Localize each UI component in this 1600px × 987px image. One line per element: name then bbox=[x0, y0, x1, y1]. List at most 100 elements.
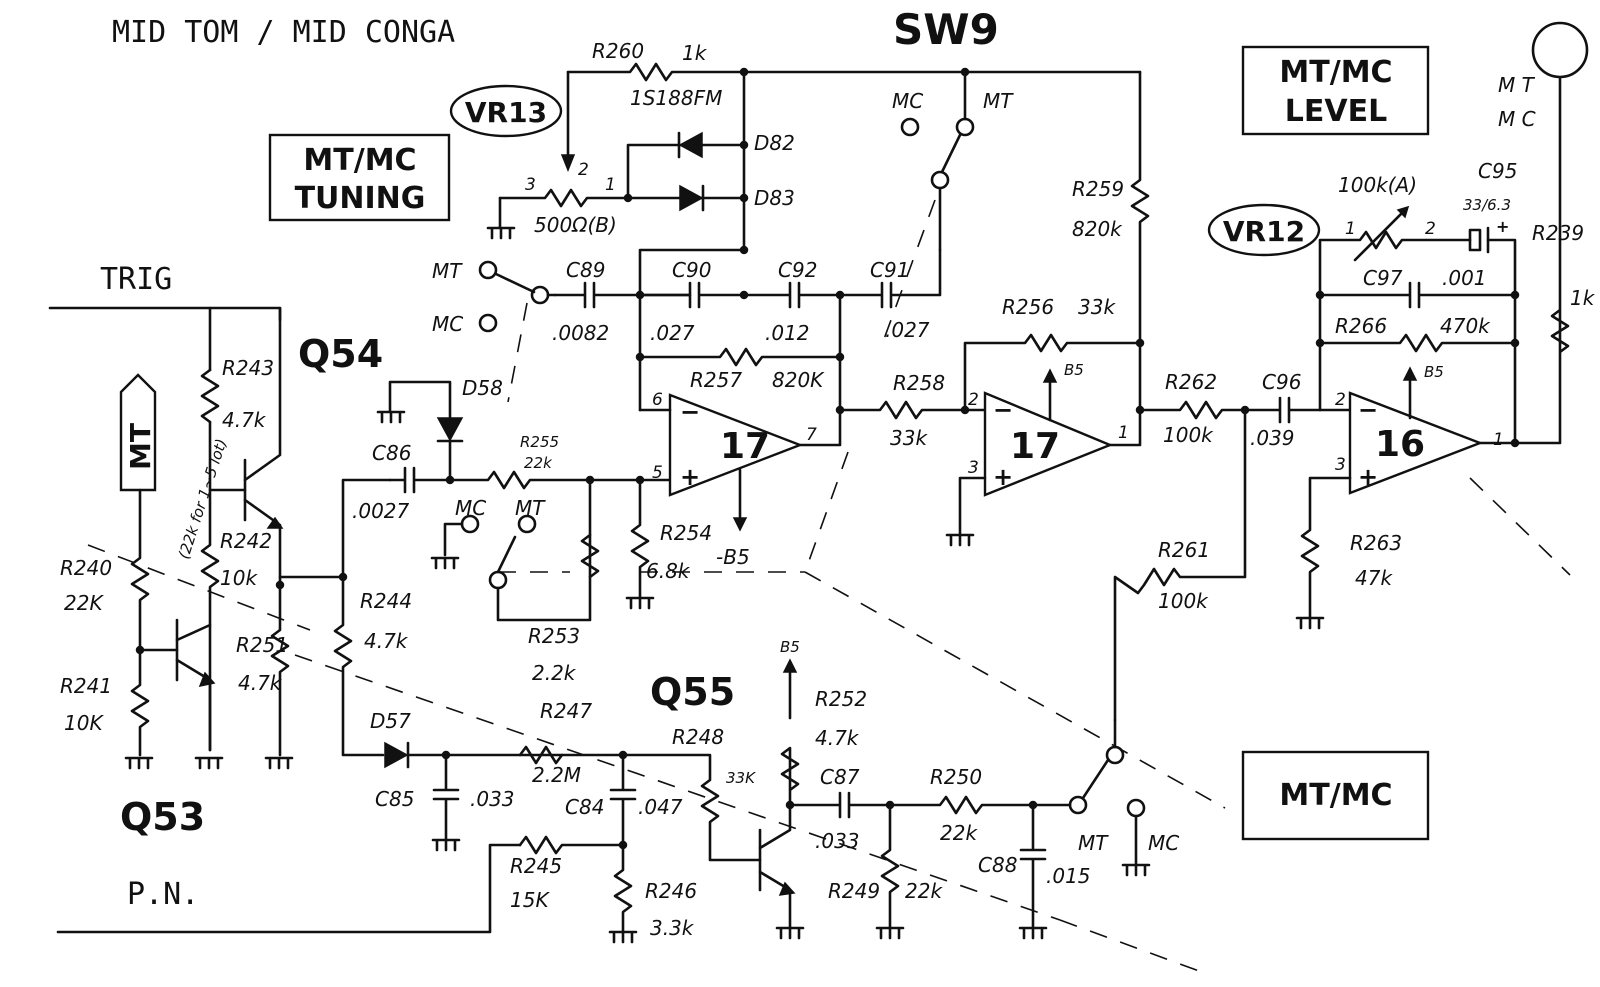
label-sw-mt-3b: MT bbox=[1078, 831, 1109, 855]
value-r253: 2.2k bbox=[532, 661, 577, 685]
opamp-ic1-label: 17 bbox=[720, 426, 770, 467]
value-r255: 22k bbox=[524, 454, 553, 472]
value-c85: .033 bbox=[470, 787, 515, 811]
tag-vr13-text: VR13 bbox=[465, 96, 547, 129]
opamp-ic2: − + bbox=[945, 368, 1114, 547]
resistor-r244 bbox=[333, 575, 385, 757]
potentiometer-vr13 bbox=[498, 188, 746, 208]
label-c87: C87 bbox=[820, 765, 860, 789]
label-sw-mt-3: MT bbox=[983, 89, 1014, 113]
label-c91: C91 bbox=[870, 258, 909, 282]
opamp-ic3-label: 16 bbox=[1375, 424, 1425, 465]
label-c92: C92 bbox=[778, 258, 817, 282]
label-r240: R240 bbox=[60, 556, 112, 580]
value-vr12: 100k(A) bbox=[1338, 173, 1417, 197]
svg-text:−: − bbox=[1358, 396, 1378, 424]
value-r239: 1k bbox=[1570, 286, 1596, 310]
diode-d57 bbox=[384, 741, 625, 769]
label-c88: C88 bbox=[978, 853, 1017, 877]
resistor-r246 bbox=[608, 843, 638, 944]
label-r252: R252 bbox=[815, 687, 867, 711]
label-r244: R244 bbox=[360, 589, 412, 613]
vr13-pin2: 2 bbox=[578, 160, 589, 180]
vr13-pin1: 1 bbox=[605, 175, 616, 195]
diode-d82 bbox=[626, 131, 746, 200]
resistor-r251 bbox=[270, 583, 290, 757]
vr13-pin3: 3 bbox=[525, 175, 536, 195]
label-sw-mt-2: MT bbox=[515, 496, 546, 520]
label-c86: C86 bbox=[372, 441, 411, 465]
opamp-ic2-pin-noninv: 3 bbox=[968, 458, 979, 478]
label-c95: C95 bbox=[1478, 159, 1517, 183]
resistor-r259 bbox=[1130, 70, 1150, 412]
resistor-r252 bbox=[780, 668, 800, 807]
box-mt-mc-tuning: MT/MC TUNING bbox=[268, 133, 451, 222]
label-q55: Q55 bbox=[650, 670, 735, 714]
capacitor-c90 bbox=[638, 281, 746, 309]
value-r248: 33K bbox=[726, 769, 756, 787]
opamp-ic1: − + bbox=[638, 393, 842, 532]
opamp-ic2-label: 17 bbox=[1010, 426, 1060, 467]
svg-text:+: + bbox=[1496, 217, 1509, 236]
value-c86: .0027 bbox=[352, 499, 410, 523]
value-r244: 4.7k bbox=[364, 629, 409, 653]
label-r256: R256 bbox=[1002, 295, 1054, 319]
resistor-r258 bbox=[838, 400, 987, 420]
resistor-r261 bbox=[1113, 408, 1247, 722]
value-r254: 6.8k bbox=[646, 559, 691, 583]
label-r257: R257 bbox=[690, 368, 742, 392]
svg-text:−: − bbox=[680, 398, 700, 426]
resistor-r247 bbox=[518, 745, 564, 765]
resistor-r243 bbox=[200, 368, 220, 424]
opamp-ic2-pin-inv: 2 bbox=[968, 390, 979, 410]
label-c90: C90 bbox=[672, 258, 711, 282]
potentiometer-vr12 bbox=[1318, 230, 1472, 412]
diode-d83 bbox=[679, 184, 705, 212]
box-level-line1: MT/MC bbox=[1279, 55, 1392, 90]
switch-name-sw9: SW9 bbox=[893, 5, 999, 54]
switch-sw9-section-3 bbox=[1068, 718, 1151, 877]
label-d58: D58 bbox=[462, 376, 503, 400]
value-r240: 22K bbox=[64, 591, 104, 615]
capacitor-c85 bbox=[431, 753, 461, 852]
resistor-r242 bbox=[200, 488, 220, 752]
resistor-r240 bbox=[130, 488, 150, 652]
label-r243: R243 bbox=[222, 356, 274, 380]
resistor-r256 bbox=[963, 333, 1142, 412]
box-tuning-line2: TUNING bbox=[295, 181, 426, 216]
tag-vr12-text: VR12 bbox=[1223, 215, 1305, 248]
value-c91: .027 bbox=[885, 318, 930, 342]
svg-text:+: + bbox=[1358, 463, 1378, 491]
label-r258: R258 bbox=[893, 371, 945, 395]
label-r254: R254 bbox=[660, 521, 712, 545]
input-label-trig: TRIG bbox=[100, 262, 172, 297]
value-r251: 4.7k bbox=[238, 671, 283, 695]
opamp-ic3-pin-noninv: 3 bbox=[1335, 455, 1346, 475]
label-diode-type: 1S188FM bbox=[630, 86, 722, 110]
label-r248: R248 bbox=[672, 725, 724, 749]
value-r246: 3.3k bbox=[650, 916, 695, 940]
resistor-r263 bbox=[1295, 476, 1352, 630]
opamp-ic3-pin-inv: 2 bbox=[1335, 390, 1346, 410]
capacitor-c96 bbox=[1243, 396, 1352, 424]
value-c97: .001 bbox=[1442, 266, 1487, 290]
vr12-pin2: 2 bbox=[1425, 219, 1436, 239]
label-r250: R250 bbox=[930, 765, 982, 789]
capacitor-c87 bbox=[788, 791, 892, 819]
resistor-r255 bbox=[448, 470, 672, 490]
label-d57: D57 bbox=[370, 709, 411, 733]
value-c84: .047 bbox=[638, 795, 683, 819]
output-label-mt: M T bbox=[1498, 73, 1536, 97]
value-r245: 15K bbox=[510, 888, 550, 912]
value-c92: .012 bbox=[765, 321, 810, 345]
resistor-r250 bbox=[888, 795, 1072, 815]
input-label-pn: P.N. bbox=[127, 877, 199, 912]
resistor-r241 bbox=[130, 648, 150, 757]
label-r260: R260 bbox=[592, 39, 644, 63]
label-r242: R242 bbox=[220, 529, 272, 553]
opamp-ic3: − + bbox=[1295, 366, 1484, 630]
label-d83: D83 bbox=[754, 186, 795, 210]
label-b5-q55: B5 bbox=[780, 638, 800, 656]
label-neg-supply: -B5 bbox=[716, 545, 750, 569]
